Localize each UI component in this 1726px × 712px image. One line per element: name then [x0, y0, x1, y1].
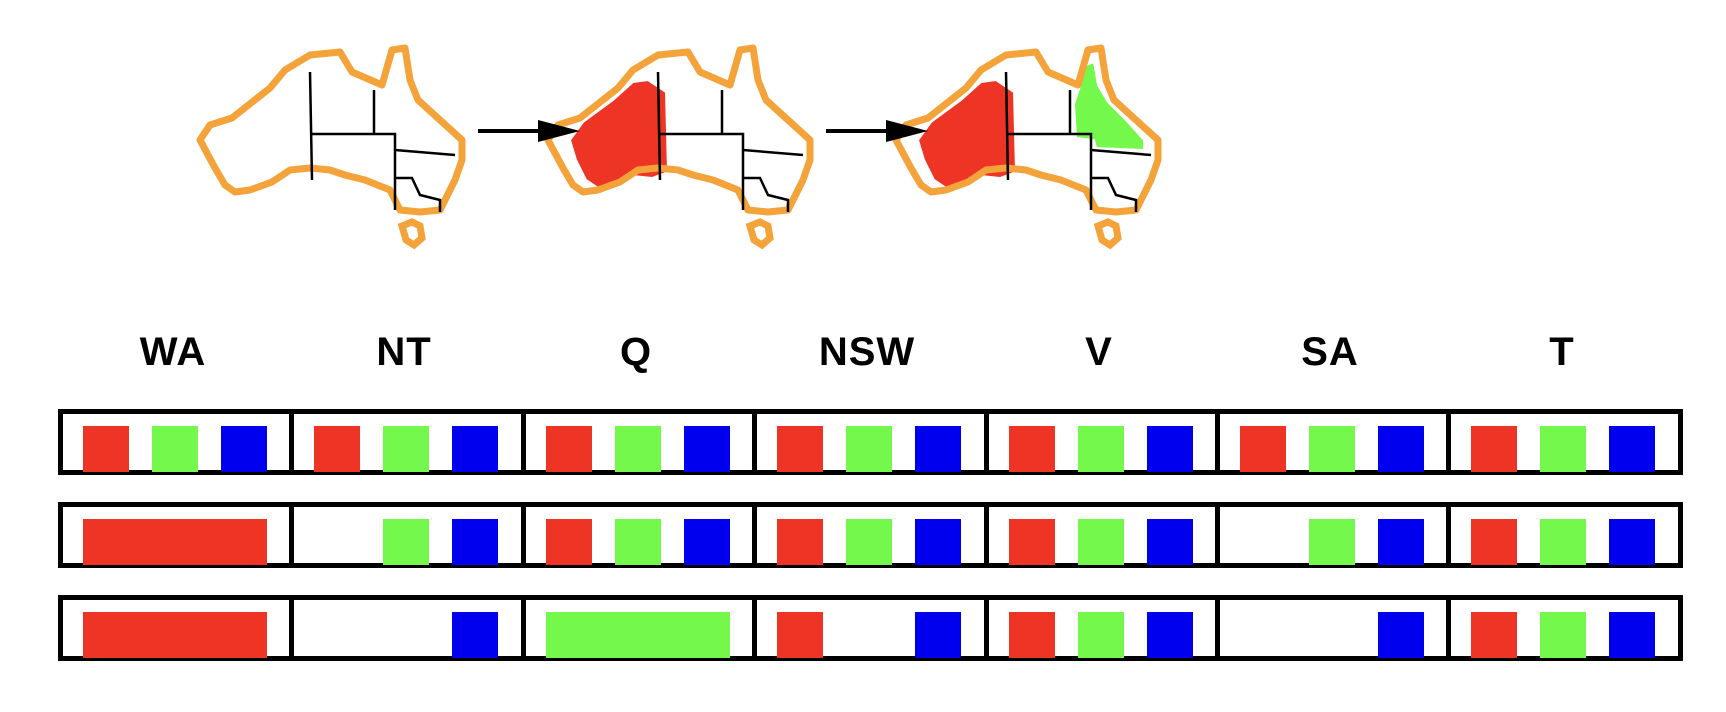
- domain-value-green: [1309, 426, 1355, 472]
- arrow-2: [826, 120, 928, 142]
- domain-value-red: [1471, 519, 1517, 565]
- region-label-v: V: [1085, 330, 1113, 374]
- domain-cell-nsw: [752, 409, 989, 475]
- domain-value-green: [615, 519, 661, 565]
- domain-value-blue: [452, 426, 498, 472]
- region-label-q: Q: [619, 330, 653, 374]
- domain-value-red: [314, 426, 360, 472]
- region-label-nt: NT: [376, 330, 432, 374]
- domain-cell-nsw: [752, 595, 989, 661]
- domain-cell-v: [984, 595, 1220, 661]
- domain-value-blue: [1147, 519, 1193, 565]
- australia-map-2: [548, 48, 810, 245]
- domain-row-initial: [58, 409, 1683, 475]
- domain-value-blue: [1378, 612, 1424, 658]
- domain-cell-wa: [58, 595, 294, 661]
- australia-map-1: [200, 48, 462, 245]
- domain-value-red: [1009, 519, 1055, 565]
- region-label-nsw: NSW: [818, 330, 916, 374]
- domain-cell-sa: [1215, 502, 1451, 568]
- domain-row-after-q: [58, 595, 1683, 661]
- domain-value-blue: [452, 519, 498, 565]
- region-labels: WA NT Q NSW V SA T: [58, 330, 1678, 380]
- domain-value-blue: [915, 426, 961, 472]
- domain-value-green: [615, 426, 661, 472]
- arrow-1: [478, 120, 580, 142]
- domain-cell-nt: [289, 409, 526, 475]
- region-label-sa: SA: [1301, 330, 1359, 374]
- domain-value-red: [777, 426, 823, 472]
- domain-value-green: [846, 426, 892, 472]
- domain-cell-q: [521, 502, 757, 568]
- domain-value-green: [152, 426, 198, 472]
- domain-value-blue: [915, 519, 961, 565]
- domain-value-blue: [684, 519, 730, 565]
- domain-value-blue: [1609, 426, 1655, 472]
- domain-cell-wa: [58, 502, 294, 568]
- domain-value-blue: [1378, 426, 1424, 472]
- domain-cell-t: [1446, 502, 1683, 568]
- domain-cell-t: [1446, 595, 1683, 661]
- assigned-value-green: [546, 612, 730, 658]
- domain-cell-v: [984, 409, 1220, 475]
- domain-value-red: [1009, 426, 1055, 472]
- australia-map-3: [896, 48, 1158, 245]
- domain-value-green: [383, 426, 429, 472]
- region-label-t: T: [1549, 330, 1575, 374]
- assigned-value-red: [83, 612, 267, 658]
- domain-value-blue: [915, 612, 961, 658]
- domain-value-green: [1078, 612, 1124, 658]
- domain-value-green: [1078, 426, 1124, 472]
- domain-value-blue: [221, 426, 267, 472]
- domain-value-red: [546, 426, 592, 472]
- domain-value-green: [1540, 612, 1586, 658]
- domain-cell-sa: [1215, 595, 1451, 661]
- domain-value-red: [777, 612, 823, 658]
- domain-value-green: [846, 519, 892, 565]
- domain-value-blue: [452, 612, 498, 658]
- domain-cell-wa: [58, 409, 294, 475]
- domain-cell-nt: [289, 502, 526, 568]
- colored-region-q: [1072, 60, 1145, 152]
- domain-value-red: [546, 519, 592, 565]
- domain-cell-nt: [289, 595, 526, 661]
- domain-value-blue: [1378, 519, 1424, 565]
- domain-value-red: [83, 426, 129, 472]
- domain-value-green: [1540, 426, 1586, 472]
- domain-cell-v: [984, 502, 1220, 568]
- assigned-value-red: [83, 519, 267, 565]
- domain-value-blue: [1147, 612, 1193, 658]
- domain-value-green: [383, 519, 429, 565]
- domain-value-red: [1471, 426, 1517, 472]
- domain-cell-t: [1446, 409, 1683, 475]
- domain-value-green: [1309, 519, 1355, 565]
- colored-region-wa: [568, 78, 670, 190]
- domain-value-red: [1240, 426, 1286, 472]
- domain-value-green: [1540, 519, 1586, 565]
- colored-region-wa: [916, 78, 1018, 190]
- domain-value-red: [1471, 612, 1517, 658]
- domain-value-red: [777, 519, 823, 565]
- domain-cell-nsw: [752, 502, 989, 568]
- domain-cell-q: [521, 409, 757, 475]
- region-label-wa: WA: [139, 330, 207, 374]
- domain-row-after-wa: [58, 502, 1683, 568]
- domain-cell-sa: [1215, 409, 1451, 475]
- domain-value-green: [1078, 519, 1124, 565]
- map-outline: [200, 48, 462, 245]
- domain-value-blue: [1609, 612, 1655, 658]
- domain-value-red: [1009, 612, 1055, 658]
- domain-cell-q: [521, 595, 757, 661]
- domain-value-blue: [1147, 426, 1193, 472]
- domain-value-blue: [684, 426, 730, 472]
- domain-value-blue: [1609, 519, 1655, 565]
